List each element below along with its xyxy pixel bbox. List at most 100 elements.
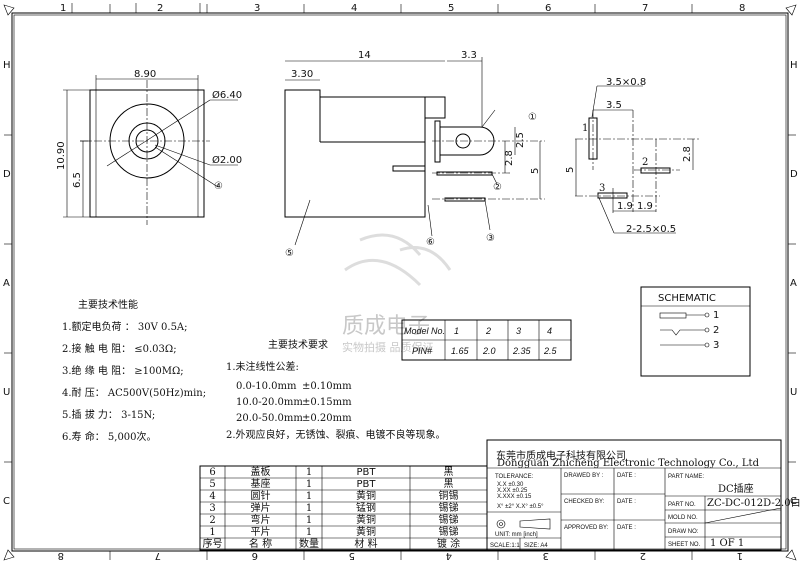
sheet-no: 1 OF 1	[710, 538, 744, 549]
part-no: ZC-DC-012D-2.0白色	[707, 496, 800, 509]
bom-header: 数量	[299, 537, 319, 550]
row-marker: A	[3, 278, 10, 289]
column-marker: 3	[543, 550, 549, 561]
spec-item: 6.寿 命： 5,000次。	[62, 430, 157, 443]
bom-cell: 弹片	[251, 501, 271, 514]
bom-cell: 黄铜	[356, 513, 376, 526]
dim-offset: 3.5	[606, 100, 622, 111]
dim-5: 5	[530, 168, 541, 174]
bom-cell: 2	[209, 515, 215, 526]
dim-front: 3.30	[291, 69, 313, 80]
schematic-pin-2: 2	[713, 325, 719, 336]
dim-2-8: 2.8	[504, 150, 515, 166]
mold-no-label: MOLD NO.	[668, 515, 698, 521]
requirement-2: 2.外观应良好，无锈蚀、裂痕、电镀不良等现象。	[226, 428, 446, 441]
bom-cell: 盖板	[251, 465, 271, 478]
dim-pins-size: 2-2.5×0.5	[626, 224, 676, 235]
draw-no-label: DRAW NO:	[668, 529, 699, 535]
dim-1-9-b: 1.9	[637, 201, 653, 212]
bom-header: 序号	[203, 537, 223, 550]
pin-table-header: 2	[485, 326, 491, 336]
callout-6: ⑥	[426, 237, 435, 248]
pin-label-2: 2	[642, 157, 648, 168]
row-marker: H	[3, 60, 11, 71]
callout-4: ④	[214, 181, 223, 192]
column-marker: 6	[252, 550, 258, 561]
watermark: 质成电子 实物拍摄 品质保证	[342, 233, 452, 354]
dim-outer-dia: Ø6.40	[212, 89, 242, 101]
checked-by-label: CHECKED BY:	[564, 499, 605, 505]
dim-length: 14	[358, 50, 371, 61]
title-block: 东莞市质成电子科技有限公司 Dongguan Zhicheng Electron…	[486, 439, 800, 551]
sheet-no-label: SHEET NO.	[668, 542, 701, 548]
bom-cell: 1	[306, 503, 312, 514]
column-marker: 5	[349, 550, 355, 561]
bom-cell: 1	[306, 467, 312, 478]
tolerance-range: 20.0-50.0mm	[236, 413, 303, 424]
bom-cell: 3	[209, 503, 215, 514]
bom-cell: 1	[306, 515, 312, 526]
pin-table-cell: 2.35	[512, 346, 532, 356]
row-marker: D	[790, 169, 798, 180]
side-view: 14 3.30 3.3 2.5 2.8 5 ① ② ③ ⑤ ⑥	[284, 50, 545, 259]
bom-cell: 铜锡	[439, 489, 459, 502]
row-marker: U	[3, 387, 10, 398]
row-marker: C	[790, 496, 797, 507]
callout-5: ⑤	[285, 248, 294, 259]
schematic-pin-3: 3	[713, 340, 719, 351]
angle-tolerance: X° ±2° X.X° ±0.5°	[497, 504, 544, 510]
pin-label-1: 1	[582, 123, 588, 134]
company-name-cn: 东莞市质成电子科技有限公司	[496, 449, 626, 462]
bom-cell: 锡锑	[439, 525, 459, 538]
bom-cell: PBT	[357, 467, 377, 478]
bom-cell: 黄铜	[356, 489, 376, 502]
spec-item: 4.耐 压： AC500V(50Hz)min;	[62, 386, 206, 399]
part-no-label: PART NO.	[668, 502, 696, 508]
bom-header: 镀 涂	[437, 537, 460, 550]
tolerance-title: TOLERANCE:	[495, 474, 534, 480]
bom-cell: 黄铜	[356, 525, 376, 538]
callout-1: ①	[528, 112, 537, 123]
bom-cell: 基座	[251, 477, 271, 490]
column-markers-bottom: 8 7 6 5 4 3 2 1	[58, 550, 743, 561]
pin-table-header: 3	[516, 326, 521, 336]
part-name-label: PART NAME:	[668, 474, 704, 480]
bom-cell: 1	[306, 527, 312, 538]
column-marker: 8	[58, 550, 64, 561]
pin-table-cell: 2.5	[543, 346, 558, 356]
column-marker: 4	[446, 550, 452, 561]
row-marker: U	[790, 387, 797, 398]
bom-cell: 圆针	[251, 489, 271, 502]
bom-cell: 平片	[251, 525, 271, 538]
bom-cell: 5	[209, 479, 215, 490]
bom-cell: 6	[209, 467, 215, 478]
bom-header: 材 料	[354, 537, 377, 550]
bom-cell: 弯片	[251, 513, 271, 526]
row-marker: A	[790, 278, 797, 289]
row-marker: H	[790, 60, 798, 71]
column-marker: 7	[155, 550, 161, 561]
pin-label-3: 3	[599, 183, 605, 194]
column-marker: 1	[737, 550, 743, 561]
spec-item: 5.插 拔 力： 3-15N;	[62, 408, 155, 421]
bom-cell: 4	[209, 491, 215, 502]
schematic-pin-1: 1	[713, 310, 719, 321]
bom-cell: 1	[209, 527, 215, 538]
requirements-title: 主要技术要求	[268, 338, 328, 351]
bom-cell: 黑	[444, 466, 454, 478]
column-marker: 2	[640, 550, 646, 561]
row-marker: D	[3, 169, 11, 180]
unit-label: UNIT: mm [inch]	[495, 532, 538, 538]
bom-cell: 锰钢	[356, 501, 376, 514]
bom-cell: 1	[306, 491, 312, 502]
spec-item: 1.额定电负荷 ： 30V 0.5A;	[62, 320, 188, 333]
pin-table-header: Model No.	[404, 326, 445, 336]
pcb-footprint-view: 3.5×0.8 3.5 5 2.8 1.9 1.9 2-2.5×0.5 1 2 …	[565, 77, 700, 235]
column-marker: 4	[351, 3, 357, 14]
specifications: 主要技术性能 1.额定电负荷 ： 30V 0.5A;2.接 触 电 阻： ≤0.…	[62, 298, 446, 443]
schematic-title: SCHEMATIC	[658, 293, 716, 304]
